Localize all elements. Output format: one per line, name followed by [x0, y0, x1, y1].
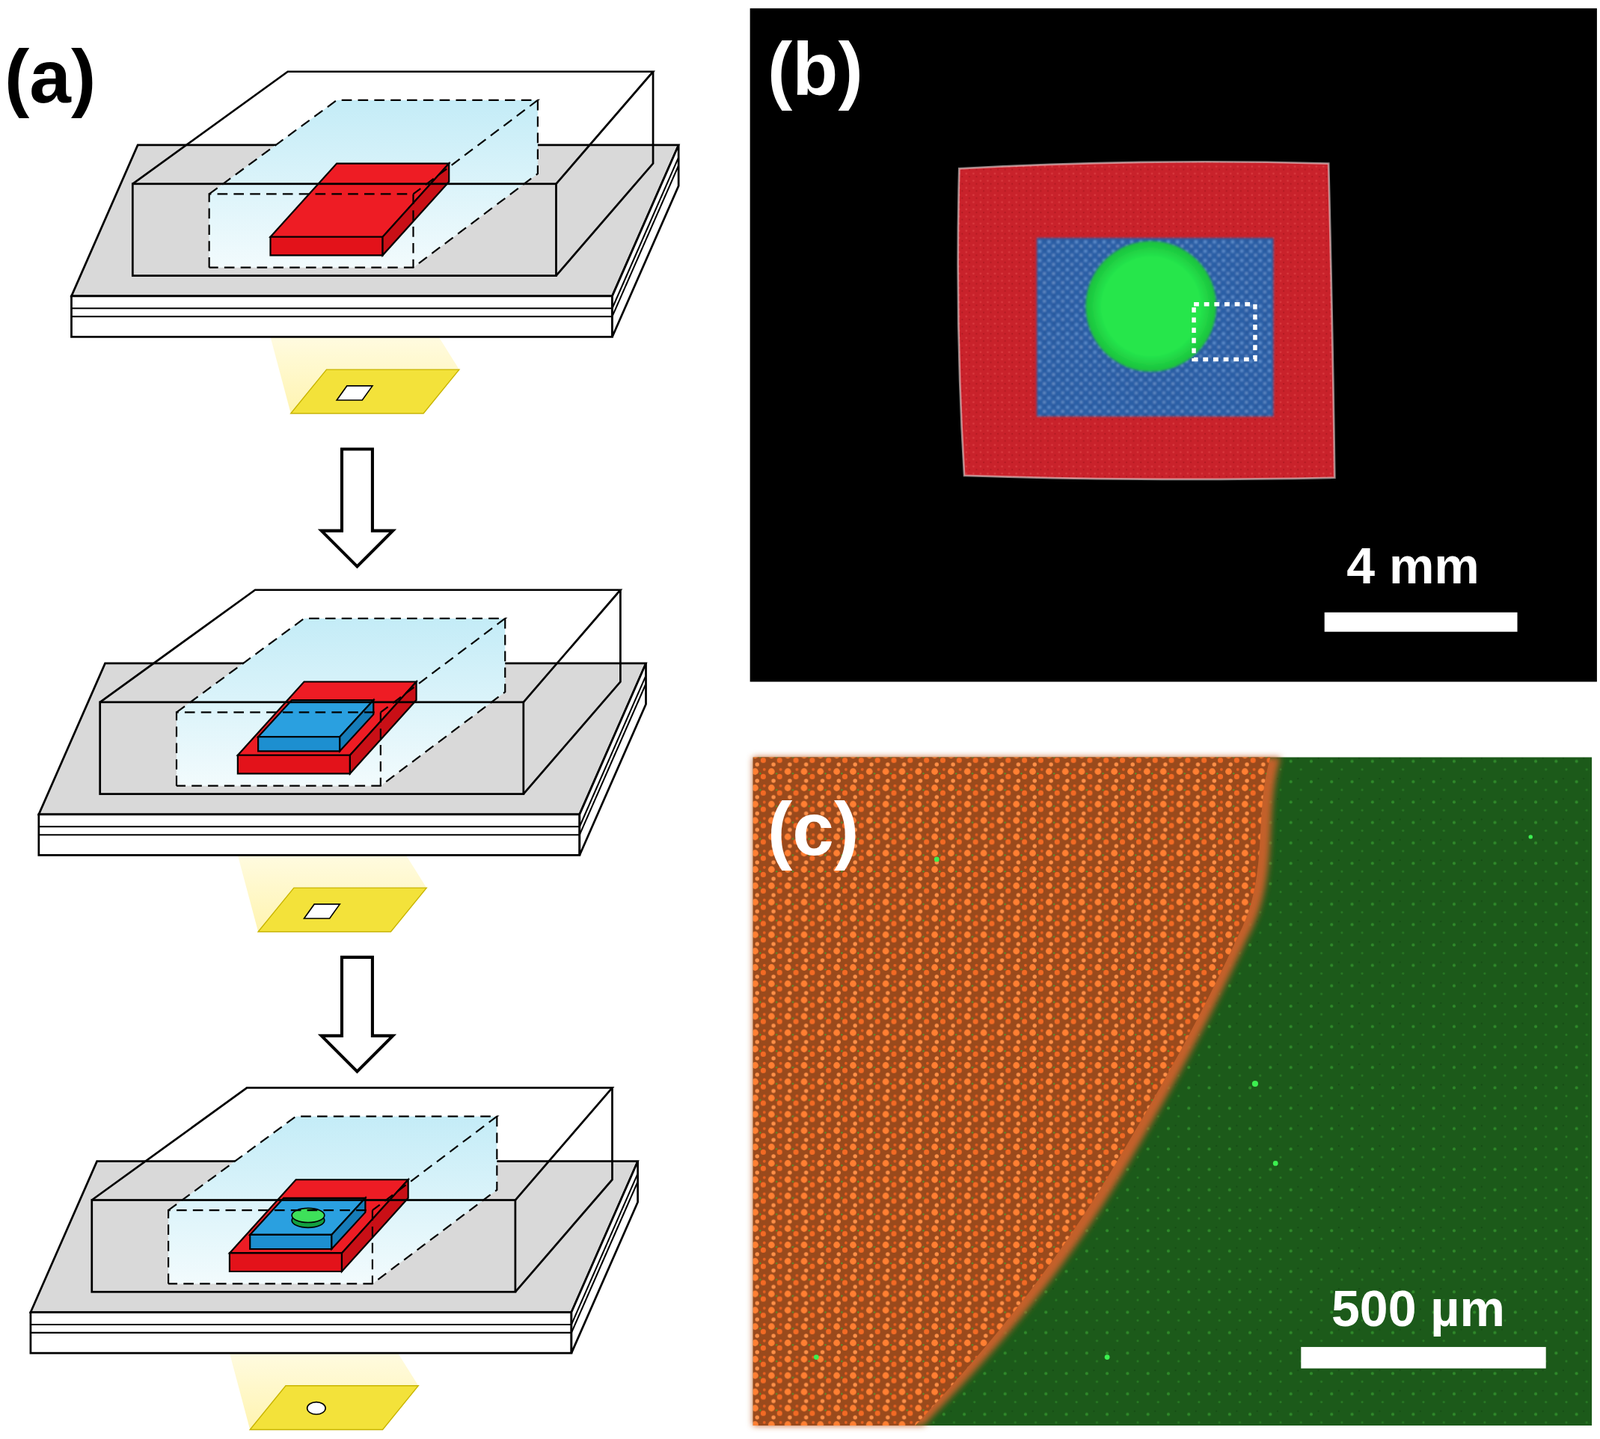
process-arrow [321, 448, 393, 567]
photo-panel [750, 8, 1598, 682]
panel-label: (b) [767, 31, 864, 107]
panel-label: (c) [767, 791, 859, 867]
stage-two [38, 590, 647, 933]
stage-three [30, 1087, 639, 1430]
micrograph-panel [753, 756, 1592, 1426]
panel-label: (a) [4, 38, 96, 114]
process-arrow [321, 957, 393, 1072]
scale-label: 4 mm [1346, 540, 1480, 591]
scale-label: 500 µm [1331, 1282, 1506, 1334]
stage-one [71, 71, 679, 414]
